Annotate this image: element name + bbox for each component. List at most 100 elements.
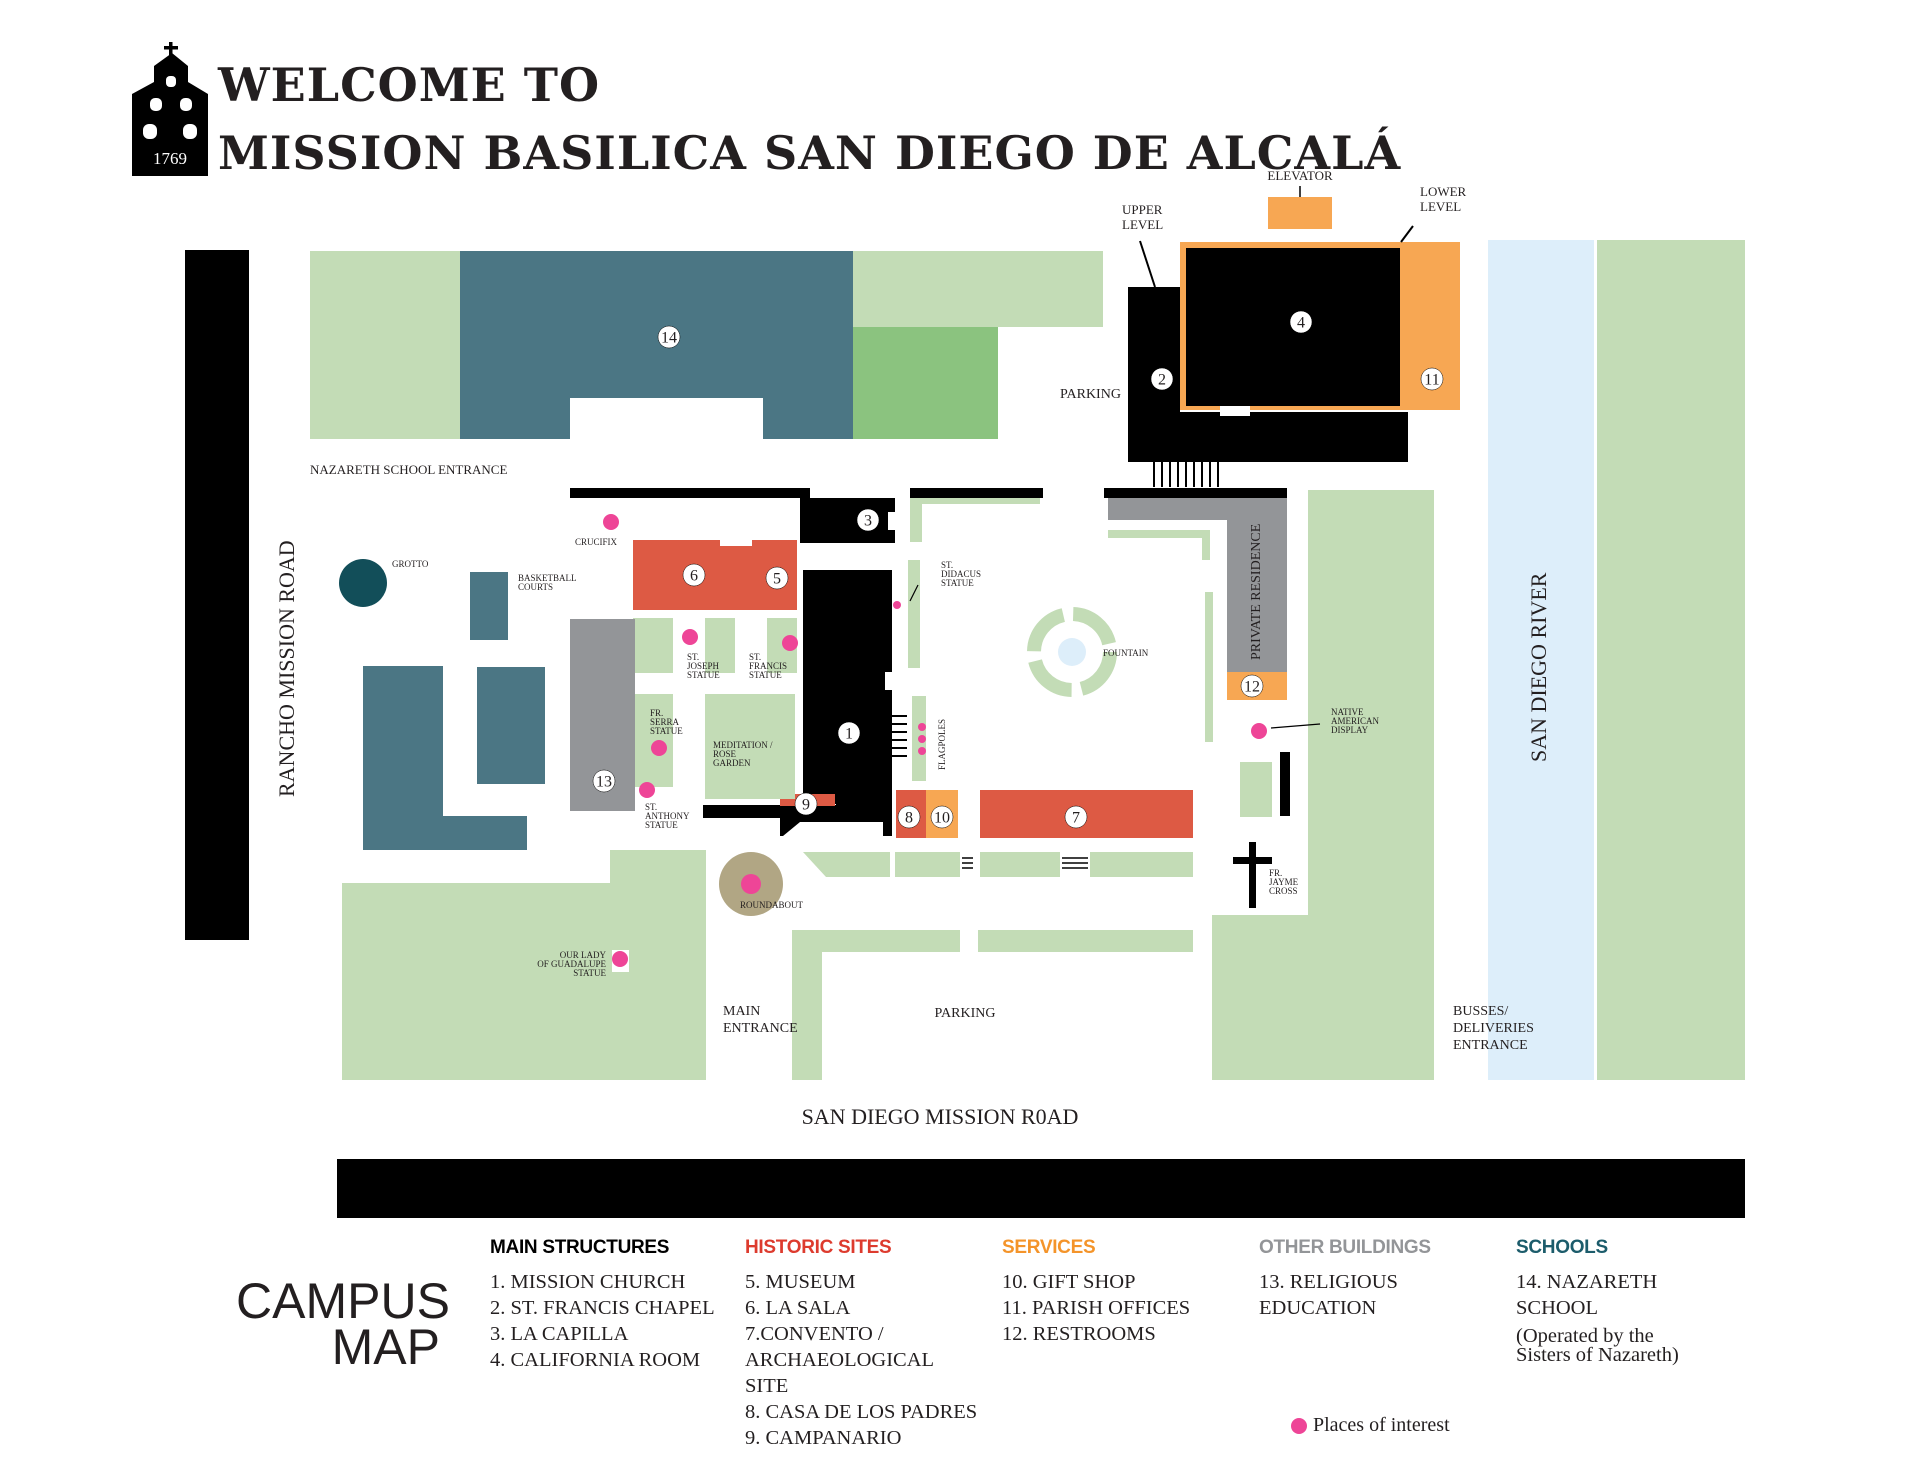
label-roundabout: ROUNDABOUT <box>740 900 804 910</box>
marker-3[interactable]: 3 <box>856 508 880 532</box>
label-san-diego-mission-road: SAN DIEGO MISSION R0AD <box>802 1104 1079 1129</box>
poi-fr-serra[interactable] <box>651 740 667 756</box>
svg-text:8: 8 <box>905 810 913 827</box>
svg-text:5: 5 <box>773 571 781 588</box>
lawn-southwest <box>342 850 706 1080</box>
poi-native-american[interactable] <box>1251 723 1267 739</box>
legend-heading: OTHER BUILDINGS <box>1259 1237 1431 1258</box>
title-line-1: WELCOME TO <box>218 58 601 112</box>
legend-item: SCHOOL <box>1516 1297 1599 1319</box>
poi-st-anthony[interactable] <box>639 782 655 798</box>
marker-13[interactable]: 13 <box>592 769 616 793</box>
legend-group-schools: SCHOOLS 14. NAZARETH SCHOOL (Operated by th… <box>1516 1235 1679 1365</box>
legend-item: 3. LA CAPILLA <box>490 1323 629 1345</box>
svg-text:12: 12 <box>1244 679 1260 696</box>
building-2-st-francis-chapel <box>1128 287 1180 412</box>
campus-map-line-1: CAMPUS <box>236 1273 450 1329</box>
legend-item: 13. RELIGIOUS <box>1259 1271 1398 1293</box>
marker-7[interactable]: 7 <box>1064 805 1088 829</box>
church-steps <box>892 715 907 757</box>
label-grotto: GROTTO <box>392 559 429 569</box>
legend-item: 6. LA SALA <box>745 1297 851 1319</box>
flagpole <box>918 723 926 731</box>
poi-st-francis[interactable] <box>782 635 798 651</box>
badge-year: 1769 <box>153 149 187 168</box>
flagpole <box>918 735 926 743</box>
marker-9[interactable]: 9 <box>794 792 818 816</box>
poi-roundabout[interactable] <box>741 874 761 894</box>
legend-item: 2. ST. FRANCIS CHAPEL <box>490 1297 715 1319</box>
building-3-la-capilla <box>800 498 895 543</box>
building-4-door <box>1220 406 1250 416</box>
label-private-residence: PRIVATE RESIDENCE <box>1249 524 1264 660</box>
stairs-north <box>1153 462 1219 487</box>
legend-item: 9. CAMPANARIO <box>745 1427 902 1449</box>
legend-item: EDUCATION <box>1259 1297 1377 1319</box>
lawn-top <box>853 251 1103 327</box>
legend-item: 11. PARISH OFFICES <box>1002 1297 1191 1319</box>
marker-8[interactable]: 8 <box>897 805 921 829</box>
flagpole <box>918 747 926 755</box>
legend-item: 14. NAZARETH <box>1516 1271 1658 1293</box>
legend-group-main-structures: MAIN STRUCTURES 1. MISSION CHURCH 2. ST. F… <box>490 1235 715 1373</box>
svg-text:2: 2 <box>1158 372 1166 389</box>
svg-text:11: 11 <box>1424 372 1439 389</box>
svg-text:13: 13 <box>596 774 612 791</box>
legend-item: 8. CASA DE LOS PADRES <box>745 1401 978 1423</box>
title-line-2: MISSION BASILICA SAN DIEGO DE ALCALÁ <box>218 126 1402 180</box>
building-5-6-museum-la-sala <box>633 540 797 610</box>
fr-jayme-cross-icon <box>1233 842 1272 908</box>
marker-14[interactable]: 14 <box>657 325 681 349</box>
poi-st-didacus[interactable] <box>893 601 901 609</box>
poi-crucifix[interactable] <box>603 514 619 530</box>
label-parking-bottom: PARKING <box>935 1006 996 1021</box>
river-lawn <box>1597 240 1745 1080</box>
campus-map-line-2: MAP <box>331 1319 440 1375</box>
legend-heading: SCHOOLS <box>1516 1237 1608 1258</box>
marker-5[interactable]: 5 <box>765 566 789 590</box>
marker-2[interactable]: 2 <box>1150 367 1174 391</box>
poi-legend-label: Places of interest <box>1313 1414 1450 1436</box>
legend-item: 10. GIFT SHOP <box>1002 1271 1136 1293</box>
rancho-mission-road <box>185 250 249 940</box>
label-elevator: ELEVATOR <box>1267 168 1333 183</box>
legend-item: 5. MUSEUM <box>745 1271 856 1293</box>
building-14-nazareth-school <box>460 251 853 439</box>
poi-guadalupe[interactable] <box>612 951 628 967</box>
lawn-east <box>1308 490 1434 1080</box>
legend-heading: MAIN STRUCTURES <box>490 1237 670 1258</box>
legend-item: 1. MISSION CHURCH <box>490 1271 686 1293</box>
legend-item: ARCHAEOLOGICAL <box>745 1349 935 1371</box>
marker-12[interactable]: 12 <box>1240 674 1264 698</box>
building-2-lower <box>1128 412 1408 462</box>
fountain <box>1027 607 1117 697</box>
label-nazareth-school-entrance: NAZARETH SCHOOL ENTRANCE <box>310 462 507 477</box>
svg-text:14: 14 <box>661 330 677 347</box>
marker-4[interactable]: 4 <box>1289 310 1313 334</box>
label-flagpoles: FLAGPOLES <box>937 719 947 770</box>
label-fountain: FOUNTAIN <box>1103 648 1149 658</box>
san-diego-river <box>1488 240 1594 1080</box>
marker-11[interactable]: 11 <box>1420 367 1444 391</box>
lawn-nazareth-west <box>310 251 460 439</box>
marker-1[interactable]: 1 <box>837 721 861 745</box>
poi-st-joseph[interactable] <box>682 629 698 645</box>
svg-text:1: 1 <box>845 726 853 743</box>
marker-10[interactable]: 10 <box>930 805 954 829</box>
marker-6[interactable]: 6 <box>682 563 706 587</box>
legend-group-other-buildings: OTHER BUILDINGS 13. RELIGIOUS EDUCATION <box>1259 1235 1431 1321</box>
lawn-south-parking <box>792 930 1193 1080</box>
